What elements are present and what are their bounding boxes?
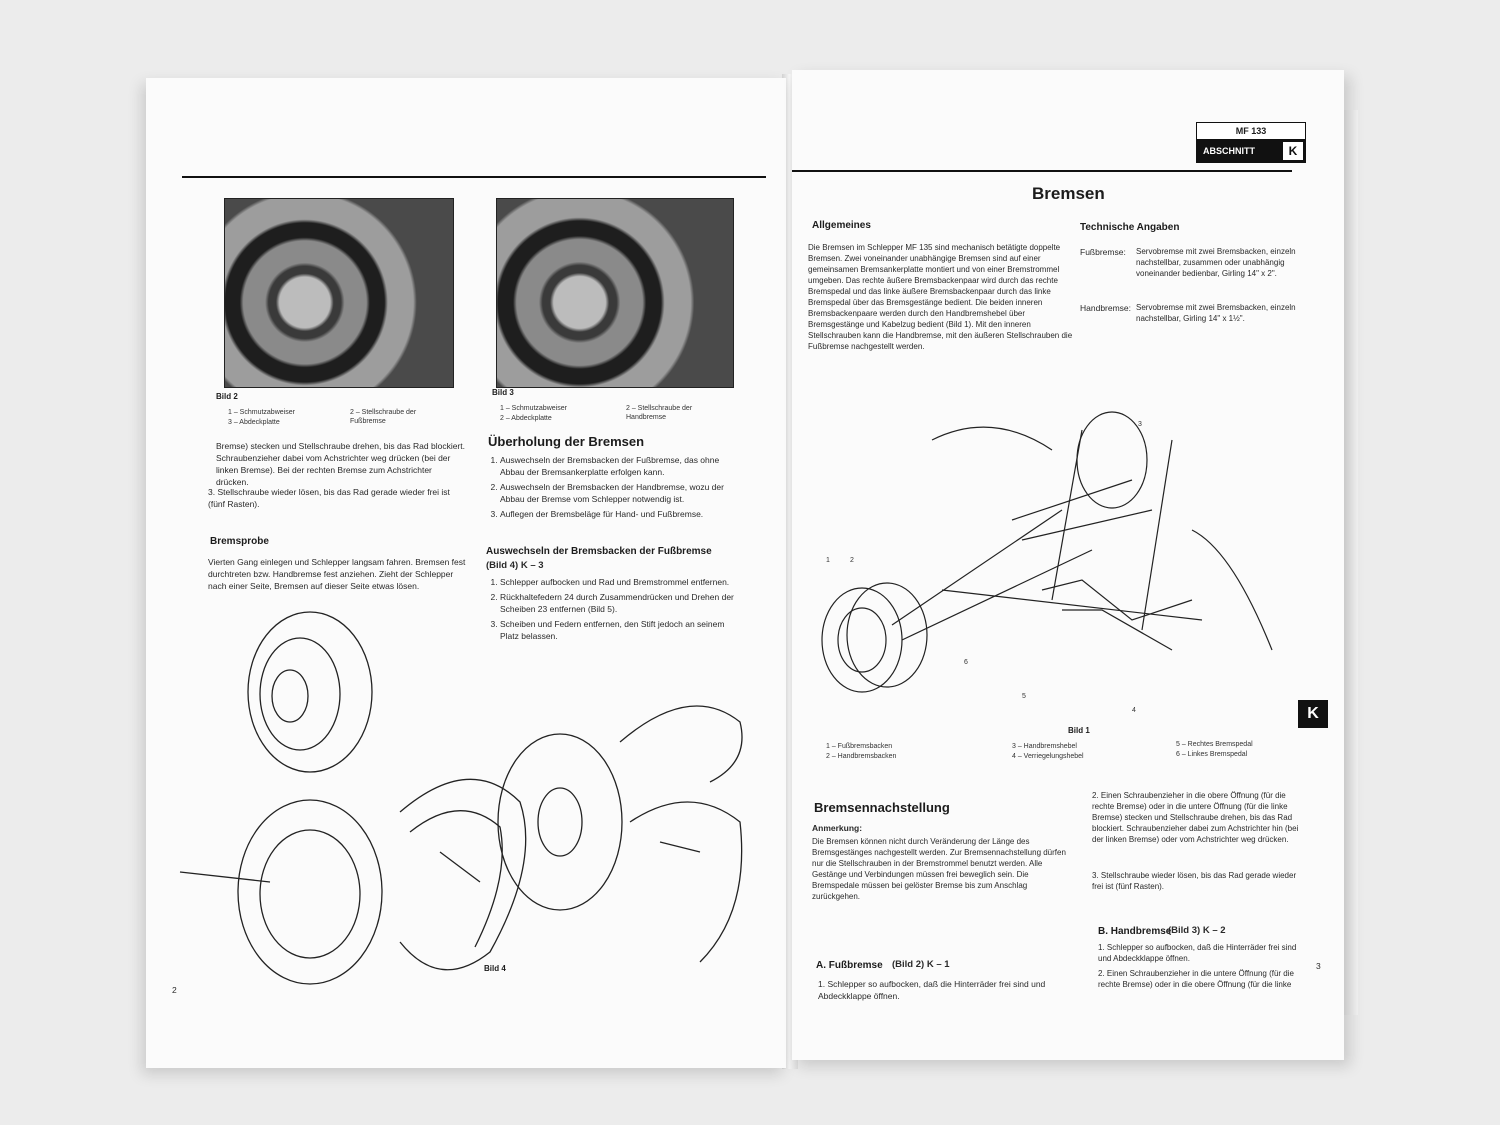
fig2-caption: Bild 2 (216, 392, 238, 401)
callout-2: 2 (850, 557, 854, 564)
hand-brake-heading: B. Handbremse (1098, 926, 1172, 937)
replace-item: Scheiben und Federn entfernen, den Stift… (500, 618, 742, 642)
general-text: Die Bremsen im Schlepper MF 135 sind mec… (808, 243, 1073, 351)
page-title: Bremsen (1032, 184, 1105, 203)
fig2-legend-1: 1 – Schmutzabweiser (228, 409, 295, 416)
replace-list: Schlepper aufbocken und Rad und Bremstro… (486, 576, 742, 645)
tech-label-foot: Fußbremse: (1080, 247, 1126, 257)
fig1-caption: Bild 1 (1068, 726, 1090, 735)
tech-value-hand: Servobremse mit zwei Bremsbacken, einzel… (1136, 303, 1296, 323)
note-text: Die Bremsen können nicht durch Veränderu… (812, 837, 1066, 901)
hand-brake-step-2: 2. Einen Schraubenzieher in die untere Ö… (1098, 969, 1294, 989)
foot-brake-heading: A. Fußbremse (816, 960, 883, 971)
fig4-exploded-drawing (179, 611, 743, 985)
col2-step-3: 3. Stellschraube wieder lösen, bis das R… (1092, 871, 1297, 891)
replace-subheading: (Bild 4) K – 3 (486, 560, 544, 571)
foot-brake-subheading: (Bild 2) K – 1 (892, 959, 950, 970)
fig1-linkage-drawing (821, 411, 1273, 693)
step-3: 3. Stellschraube wieder lösen, bis das R… (208, 487, 450, 509)
fig2-legend-2: 2 – Stellschraube der Fußbremse (350, 409, 417, 425)
fig3-legend-3: 2 – Stellschraube der Handbremse (626, 405, 693, 421)
overhaul-heading: Überholung der Bremsen (488, 434, 645, 449)
bremsprobe-text: Vierten Gang einlegen und Schlepper lang… (208, 557, 466, 591)
tech-value-foot: Servobremse mit zwei Bremsbacken, einzel… (1136, 247, 1296, 278)
fig3-photo (496, 198, 734, 388)
tech-heading: Technische Angaben (1080, 222, 1180, 233)
model-label: MF 133 (1197, 123, 1305, 140)
fig3-caption: Bild 3 (492, 388, 514, 397)
callout-6: 6 (964, 659, 968, 666)
page-number-right: 3 (1316, 961, 1321, 971)
bremsprobe-heading: Bremsprobe (210, 536, 269, 547)
hand-brake-subheading: (Bild 3) K – 2 (1168, 925, 1226, 936)
overhaul-item: Auflegen der Bremsbeläge für Hand- und F… (500, 508, 742, 520)
replace-item: Schlepper aufbocken und Rad und Bremstro… (500, 576, 742, 588)
fig1-legend-6: 6 – Linkes Bremspedal (1176, 751, 1248, 758)
fig1-legend-2: 2 – Handbremsbacken (826, 753, 897, 760)
overhaul-item: Auswechseln der Bremsbacken der Handbrem… (500, 481, 742, 505)
fig1-legend-3: 3 – Handbremshebel (1012, 743, 1077, 750)
tech-label-hand: Handbremse: (1080, 303, 1132, 313)
body-continued: Bremse) stecken und Stellschraube drehen… (216, 441, 465, 487)
col2-step-2: 2. Einen Schraubenzieher in die obere Öf… (1092, 791, 1299, 844)
fig4-caption: Bild 4 (484, 964, 506, 973)
header-rule (182, 176, 766, 178)
fig2-photo (224, 198, 454, 388)
page-edge (1344, 110, 1358, 1015)
general-heading: Allgemeines (812, 220, 871, 231)
foot-brake-step-1: 1. Schlepper so aufbocken, daß die Hinte… (818, 979, 1046, 1001)
fig2-legend-3: 3 – Abdeckplatte (228, 419, 280, 426)
left-page: Bild 2 1 – Schmutzabweiser 2 – Stellschr… (146, 78, 786, 1068)
fig1-legend-5: 5 – Rechtes Bremspedal (1176, 741, 1253, 748)
fig3-legend-1: 1 – Schmutzabweiser (500, 405, 567, 412)
section-letter: K (1283, 142, 1303, 160)
callout-3: 3 (1138, 421, 1142, 428)
callout-5: 5 (1022, 693, 1026, 700)
overhaul-item: Auswechseln der Bremsbacken der Fußbrems… (500, 454, 742, 478)
callout-4: 4 (1132, 707, 1136, 714)
right-page: MF 133 ABSCHNITT K Bremsen Allgemeines D… (792, 70, 1344, 1060)
replace-heading: Auswechseln der Bremsbacken der Fußbrems… (486, 546, 712, 557)
hand-brake-step-1: 1. Schlepper so aufbocken, daß die Hinte… (1098, 943, 1297, 963)
fig1-legend-4: 4 – Verriegelungshebel (1012, 753, 1084, 760)
adjust-heading: Bremsennachstellung (814, 800, 950, 815)
overhaul-list: Auswechseln der Bremsbacken der Fußbrems… (486, 454, 742, 523)
callout-1: 1 (826, 557, 830, 564)
replace-item: Rückhaltefedern 24 durch Zusammendrücken… (500, 591, 742, 615)
fig1-legend-1: 1 – Fußbremsbacken (826, 743, 893, 750)
note-label: Anmerkung: (812, 823, 863, 833)
fig3-legend-2: 2 – Abdeckplatte (500, 415, 552, 422)
section-tab: MF 133 ABSCHNITT K (1196, 122, 1306, 163)
header-rule-right (792, 170, 1292, 172)
section-label: ABSCHNITT (1203, 146, 1255, 156)
page-number-left: 2 (172, 985, 177, 995)
section-marker-k: K (1298, 700, 1328, 728)
